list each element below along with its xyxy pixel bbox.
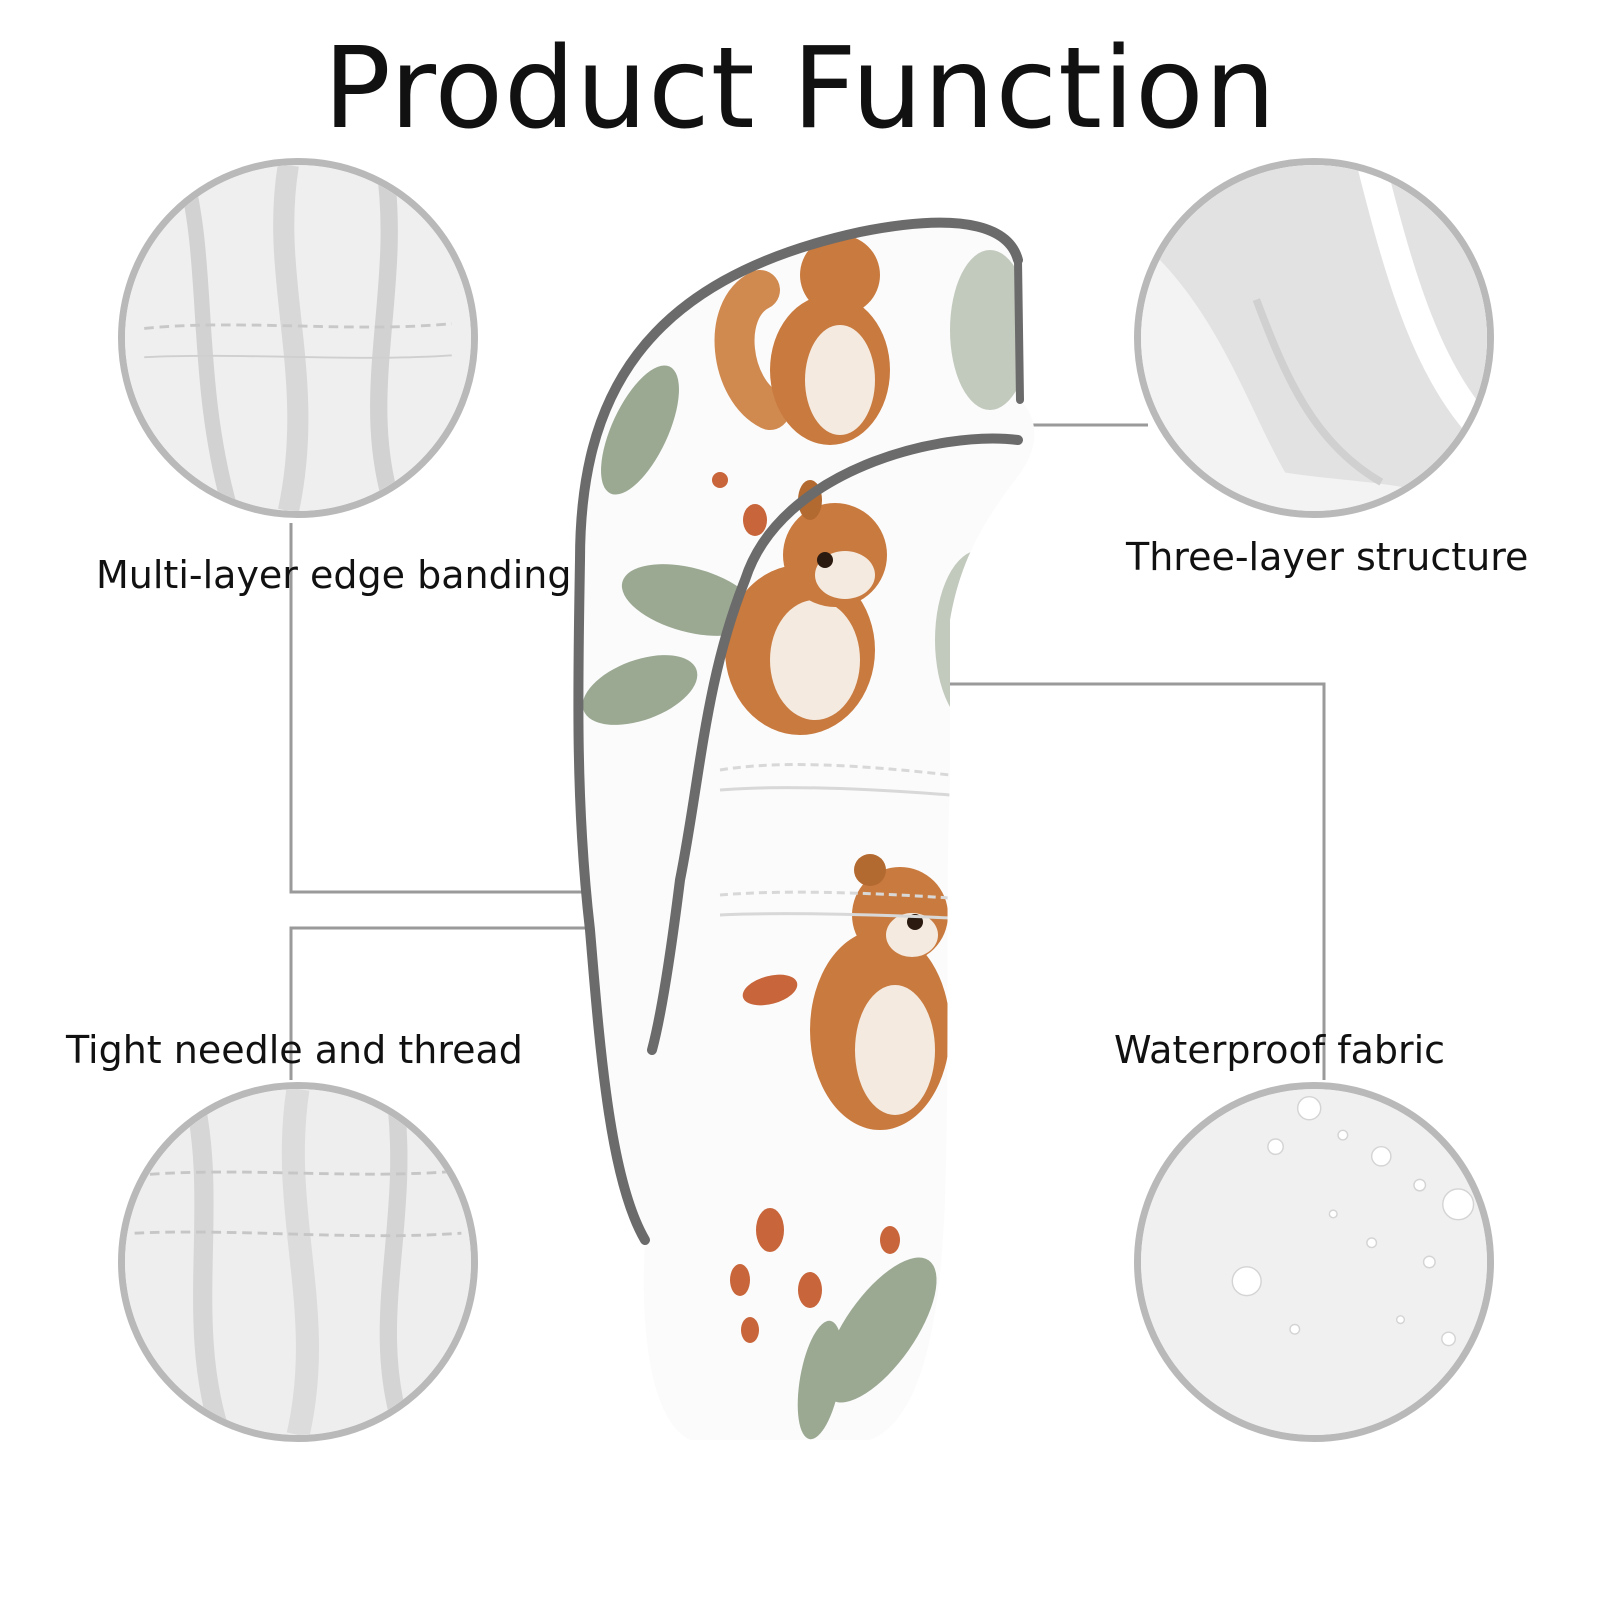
stitching-icon [125,1089,471,1435]
squirrel-illustration-2 [725,480,887,735]
layer-edge-icon [1141,165,1487,511]
headcover-body [573,217,1035,1441]
feature-label-edge-banding: Multi-layer edge banding [96,553,572,597]
connector-needle-thread [289,926,610,1080]
feature-label-needle-thread: Tight needle and thread [66,1028,523,1072]
three-layer-detail-image [1134,158,1494,518]
squirrel-illustration-1 [714,235,890,445]
waterproof-detail-image [1134,1082,1494,1442]
water-droplets-icon [1141,1089,1487,1435]
feature-label-three-layer: Three-layer structure [1126,535,1529,579]
connector-waterproof [920,682,1326,1080]
fabric-folds-icon [125,165,471,511]
edge-banding-detail-image [118,158,478,518]
squirrel-illustration-3 [810,854,950,1130]
connector-edge-banding [289,523,620,894]
feature-label-waterproof: Waterproof fabric [1114,1028,1446,1072]
needle-thread-detail-image [118,1082,478,1442]
page-title: Product Function [323,24,1277,154]
